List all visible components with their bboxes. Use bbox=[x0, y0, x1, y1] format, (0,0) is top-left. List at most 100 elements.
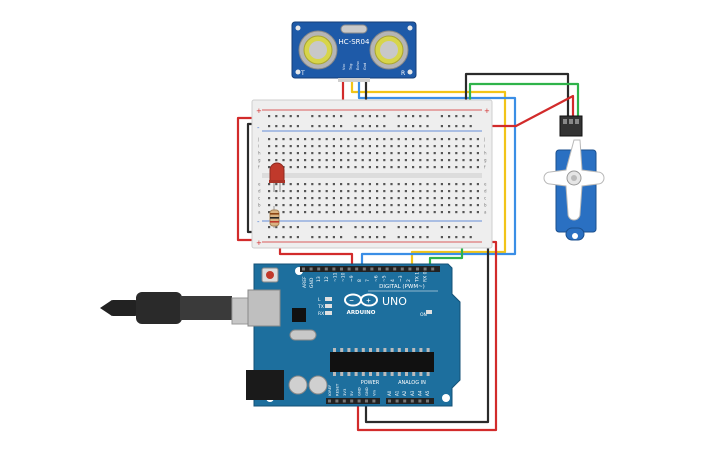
sensor-transducer-left bbox=[298, 30, 338, 70]
digital-pin-label: 8 bbox=[357, 279, 363, 282]
rail-minus-bottom: - bbox=[257, 218, 260, 226]
sensor-pin-label: Trig bbox=[349, 64, 353, 71]
digital-pin-label: ~10 bbox=[341, 272, 347, 282]
row-letter: c bbox=[258, 196, 260, 201]
analog-pin-label: A3 bbox=[410, 390, 415, 396]
onboard-led bbox=[325, 304, 332, 308]
row-letter: b bbox=[484, 203, 487, 208]
wire-servo-vcc[interactable] bbox=[474, 94, 575, 128]
analog-pin-label: A5 bbox=[425, 390, 430, 396]
row-letter: h bbox=[258, 151, 261, 156]
atmega-chip bbox=[330, 352, 434, 372]
onboard-led bbox=[325, 297, 332, 301]
digital-pin-label: ~9 bbox=[349, 275, 355, 282]
sensor-transducer-right bbox=[369, 30, 409, 70]
row-letter: j bbox=[257, 137, 259, 142]
power-pin-label: 5V bbox=[349, 391, 354, 396]
digital-pin-label: 2 bbox=[406, 279, 412, 282]
servo-motor[interactable] bbox=[543, 115, 605, 241]
power-jack[interactable] bbox=[246, 370, 284, 400]
row-letter: a bbox=[258, 210, 261, 215]
row-letter: a bbox=[484, 210, 487, 215]
row-letter: g bbox=[484, 158, 487, 163]
power-pin-label: Vin bbox=[371, 389, 376, 396]
row-letter: c bbox=[484, 196, 486, 201]
digital-pin-label: 12 bbox=[324, 276, 330, 282]
rail-minus-top: - bbox=[257, 124, 260, 132]
onboard-led bbox=[325, 311, 332, 315]
digital-pin-label: ~11 bbox=[332, 272, 338, 282]
row-letter: e bbox=[484, 182, 487, 187]
digital-pin-label: ~5 bbox=[382, 275, 388, 282]
row-letter: g bbox=[258, 158, 261, 163]
digital-pin-label: 7 bbox=[365, 279, 371, 282]
resistor[interactable] bbox=[269, 206, 280, 228]
onboard-led-label: RX bbox=[318, 311, 324, 317]
wire-servo-gnd[interactable] bbox=[464, 72, 570, 122]
power-pin-label: GND bbox=[357, 387, 362, 396]
digital-label: DIGITAL (PWM~) bbox=[379, 284, 425, 290]
sensor-model-label: HC-SR04 bbox=[339, 38, 370, 46]
sensor-pin-label: Gnd bbox=[363, 63, 367, 70]
sensor-pin-label: Echo bbox=[356, 61, 360, 70]
row-letter: h bbox=[484, 151, 487, 156]
svg-text:+: + bbox=[366, 298, 371, 305]
row-letter: d bbox=[484, 189, 487, 194]
analog-header[interactable] bbox=[386, 398, 434, 404]
digital-pin-label: 4 bbox=[390, 279, 396, 282]
red-led[interactable] bbox=[269, 162, 285, 192]
power-label: POWER bbox=[361, 380, 380, 386]
analog-pin-label: A1 bbox=[395, 390, 400, 396]
row-letter: b bbox=[258, 203, 261, 208]
power-pin-label: RESET bbox=[334, 383, 339, 396]
power-pin-label: 3V3 bbox=[342, 388, 347, 396]
row-letter: j bbox=[483, 137, 485, 142]
power-pin-label: IOREF bbox=[327, 385, 332, 396]
arduino-logo: − + bbox=[344, 293, 378, 307]
rail-plus-right: + bbox=[484, 107, 490, 115]
row-letter: d bbox=[258, 189, 261, 194]
digital-header[interactable] bbox=[300, 266, 440, 272]
digital-pin-label: ~6 bbox=[373, 275, 379, 282]
svg-text:−: − bbox=[349, 298, 354, 305]
analog-pin-label: A2 bbox=[402, 390, 407, 396]
power-pin-label: GND bbox=[364, 387, 369, 396]
wire-left-rail-red[interactable] bbox=[236, 116, 264, 242]
brand-label: ARDUINO bbox=[347, 310, 376, 316]
gnd-label: GND bbox=[309, 277, 315, 288]
row-letter: f bbox=[258, 165, 260, 170]
breadboard-holes bbox=[268, 115, 479, 239]
analog-pin-label: A4 bbox=[417, 390, 422, 396]
row-letter: i bbox=[258, 144, 259, 149]
model-label: UNO bbox=[382, 295, 407, 308]
analog-pin-label: A0 bbox=[387, 390, 392, 396]
analog-label: ANALOG IN bbox=[398, 380, 426, 386]
sensor-mark-left: T bbox=[300, 70, 305, 77]
digital-pin-label: 13 bbox=[316, 276, 322, 282]
row-letter: e bbox=[258, 182, 261, 187]
sensor-mark-right: R bbox=[401, 70, 405, 77]
digital-pin-label: TX 1 bbox=[414, 272, 420, 283]
row-letter: f bbox=[484, 165, 486, 170]
wire-sensor-echo[interactable] bbox=[357, 76, 517, 268]
rail-plus-bottom: + bbox=[256, 239, 262, 247]
aref-label: AREF bbox=[302, 276, 308, 288]
usb-cable[interactable] bbox=[100, 292, 277, 325]
rail-plus-top: + bbox=[256, 107, 262, 115]
on-label: ON bbox=[420, 312, 427, 318]
row-letter: i bbox=[484, 144, 485, 149]
onboard-led-label: L bbox=[318, 297, 321, 303]
onboard-led-label: TX bbox=[317, 304, 324, 310]
digital-pin-label: RX 0 bbox=[423, 271, 429, 282]
sensor-pin-label: Vcc bbox=[342, 64, 346, 70]
